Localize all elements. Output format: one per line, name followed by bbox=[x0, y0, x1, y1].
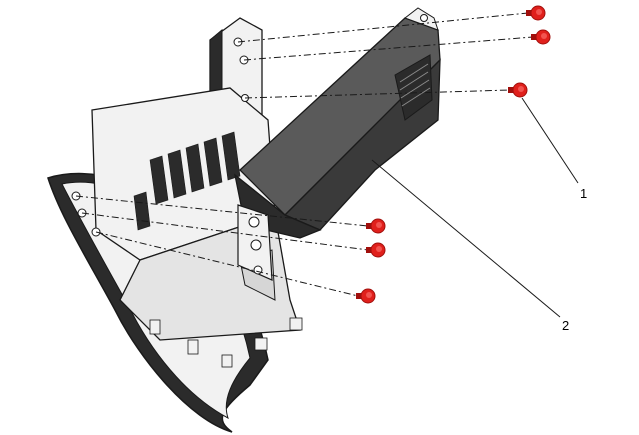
red-screw-icon bbox=[366, 218, 386, 234]
clip bbox=[254, 337, 268, 351]
red-screw-icon bbox=[356, 288, 376, 304]
module-connector bbox=[394, 54, 433, 121]
clip bbox=[289, 317, 303, 331]
bracket-hole bbox=[248, 216, 260, 228]
callout-label-2: 2 bbox=[562, 318, 569, 333]
callout-label-1: 1 bbox=[580, 186, 587, 201]
red-screw-icon bbox=[508, 82, 528, 98]
alignment-line bbox=[243, 36, 534, 61]
alignment-lines bbox=[75, 12, 534, 297]
rib bbox=[399, 71, 429, 91]
callout-leader-1 bbox=[521, 97, 579, 184]
rib bbox=[399, 63, 429, 83]
clip bbox=[149, 319, 161, 335]
red-screw-icon bbox=[526, 5, 546, 21]
screws bbox=[356, 5, 551, 304]
alignment-line bbox=[75, 195, 369, 227]
red-screw-icon bbox=[366, 242, 386, 258]
rib bbox=[400, 79, 430, 99]
callout-leaders bbox=[371, 97, 579, 318]
bracket-hole bbox=[253, 265, 263, 275]
module-unit bbox=[234, 7, 441, 281]
rib bbox=[401, 87, 431, 107]
vent-slot bbox=[221, 131, 241, 181]
vent-slot bbox=[203, 137, 223, 187]
alignment-line bbox=[244, 89, 511, 99]
bottom-clips bbox=[149, 317, 303, 368]
clip bbox=[221, 354, 233, 368]
connector-ribs bbox=[399, 63, 431, 107]
alignment-line bbox=[81, 212, 369, 251]
module-top-face bbox=[239, 17, 441, 216]
vent-slot bbox=[149, 155, 169, 205]
callout-leader-2 bbox=[371, 159, 561, 318]
vent-slot bbox=[185, 143, 205, 193]
tab-hole bbox=[420, 14, 428, 22]
red-screw-icon bbox=[531, 29, 551, 45]
vent-slot bbox=[167, 149, 187, 199]
clip bbox=[187, 339, 199, 355]
bracket-hole bbox=[250, 239, 262, 251]
alignment-line bbox=[237, 12, 529, 43]
